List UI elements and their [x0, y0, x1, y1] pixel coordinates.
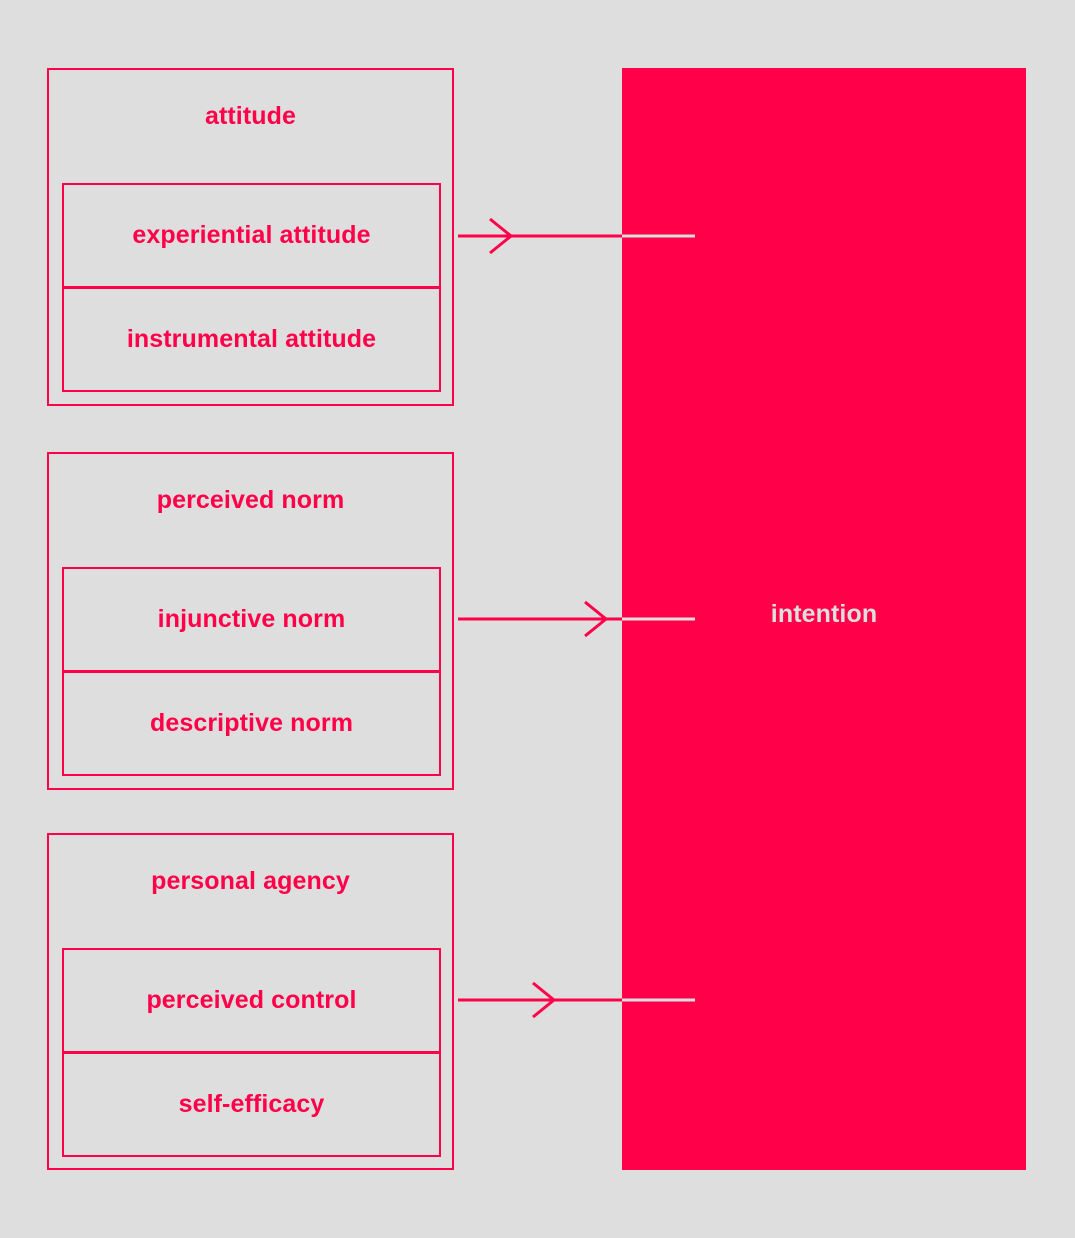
group-title-personal-agency: personal agency: [151, 867, 350, 895]
sub-label-experiential-attitude: experiential attitude: [132, 221, 371, 249]
sub-construct-stack-personal-agency: perceived control self-efficacy: [62, 948, 441, 1157]
group-title-perceived-norm: perceived norm: [156, 486, 345, 514]
sub-box-experiential-attitude: experiential attitude: [62, 183, 441, 288]
group-box-personal-agency: personal agency perceived control self-e…: [47, 833, 454, 1170]
sub-box-injunctive-norm: injunctive norm: [62, 567, 441, 672]
sub-label-instrumental-attitude: instrumental attitude: [126, 325, 377, 353]
arrowhead-icon: [532, 981, 557, 1019]
sub-construct-stack-attitude: experiential attitude instrumental attit…: [62, 183, 441, 392]
sub-box-self-efficacy: self-efficacy: [62, 1052, 441, 1157]
sub-box-descriptive-norm: descriptive norm: [62, 671, 441, 776]
arrowhead-icon: [584, 600, 609, 638]
group-title-attitude: attitude: [204, 102, 297, 130]
outcome-label: intention: [770, 600, 878, 628]
sub-label-injunctive-norm: injunctive norm: [157, 605, 346, 633]
arrowhead-icon: [489, 217, 514, 255]
group-box-perceived-norm: perceived norm injunctive norm descripti…: [47, 452, 454, 790]
sub-label-descriptive-norm: descriptive norm: [149, 709, 354, 737]
sub-construct-stack-perceived-norm: injunctive norm descriptive norm: [62, 567, 441, 776]
sub-box-instrumental-attitude: instrumental attitude: [62, 287, 441, 392]
sub-label-perceived-control: perceived control: [146, 986, 357, 1014]
group-box-attitude: attitude experiential attitude instrumen…: [47, 68, 454, 406]
sub-label-self-efficacy: self-efficacy: [178, 1090, 325, 1118]
sub-box-perceived-control: perceived control: [62, 948, 441, 1053]
outcome-intention-rect: intention: [622, 68, 1026, 1170]
